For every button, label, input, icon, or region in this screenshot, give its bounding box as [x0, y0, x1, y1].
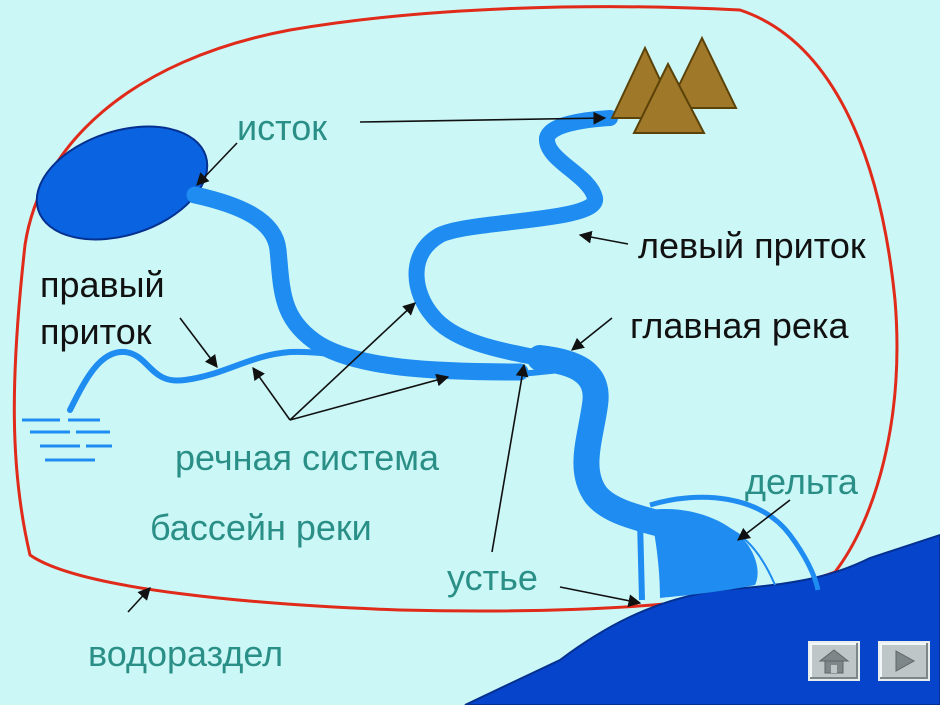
label-river-basin: бассейн реки — [150, 507, 372, 548]
label-source: исток — [237, 107, 327, 148]
arrow-system-2 — [289, 302, 416, 421]
arrow-delta — [736, 499, 791, 541]
label-left-tributary: левый приток — [638, 225, 866, 266]
arrow-mouth-2 — [559, 586, 642, 608]
arrow-system-3 — [289, 373, 450, 421]
mountains — [610, 35, 738, 134]
right-tributary-river — [67, 348, 563, 413]
lake — [35, 125, 209, 241]
home-icon — [818, 649, 850, 674]
arrow-right-tributary — [179, 317, 218, 369]
pointer-arrows — [127, 111, 791, 613]
arrow-watershed — [127, 587, 151, 613]
label-right-tributary-line2: приток — [40, 311, 152, 352]
label-watershed: водораздел — [88, 633, 283, 674]
arrow-system-1 — [252, 366, 291, 421]
label-main-river: главная река — [630, 305, 849, 346]
arrow-main-river — [571, 317, 613, 351]
label-right-tributary-line1: правый — [40, 264, 165, 305]
home-button[interactable] — [808, 641, 860, 681]
label-delta: дельта — [745, 461, 859, 502]
next-button[interactable] — [878, 641, 930, 681]
main-river-mouth-channel — [637, 519, 645, 601]
label-river-system: речная система — [175, 437, 440, 478]
arrow-lake-source — [196, 142, 238, 186]
delta-branch-small — [699, 519, 776, 586]
label-mouth: устье — [447, 557, 538, 598]
wetland-lines — [22, 418, 112, 462]
arrow-source — [359, 111, 607, 125]
left-tributary-river — [408, 110, 618, 370]
delta-branch — [649, 494, 821, 591]
main-river — [527, 345, 703, 545]
arrow-left-tributary — [578, 230, 629, 245]
play-right-icon — [895, 650, 916, 672]
delta — [650, 509, 758, 598]
lake-river — [186, 186, 529, 381]
arrow-mouth-1 — [491, 363, 529, 553]
